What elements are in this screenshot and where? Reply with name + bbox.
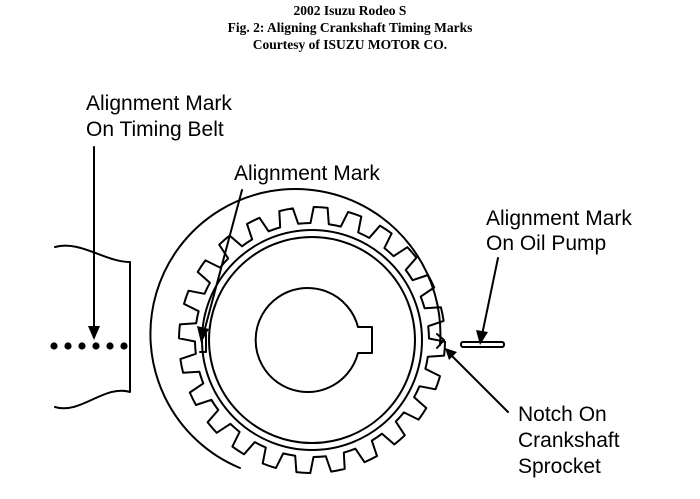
oil-pump-housing	[149, 188, 442, 469]
label-notch-line1: Notch On	[518, 403, 607, 426]
header-courtesy: Courtesy of ISUZU MOTOR CO.	[253, 37, 447, 52]
label-notch-line3: Sprocket	[518, 455, 601, 478]
belt-alignment-dots	[50, 342, 128, 350]
sprocket-inner-ring	[201, 229, 423, 451]
label-notch-line2: Crankshaft	[518, 429, 620, 452]
leader-sprocket-mark	[197, 189, 243, 343]
label-sprocket-mark: Alignment Mark	[234, 162, 380, 185]
crankshaft-sprocket-teeth	[178, 206, 446, 474]
leader-pump-mark	[476, 257, 499, 345]
header-vehicle: 2002 Isuzu Rodeo S	[294, 3, 407, 18]
header-figure-title: Fig. 2: Aligning Crankshaft Timing Marks	[228, 20, 473, 35]
sprocket-notch	[436, 333, 445, 349]
leader-belt-mark	[88, 146, 100, 340]
leader-notch	[445, 348, 509, 413]
timing-belt	[54, 244, 131, 410]
sprocket-hub-ring	[208, 236, 416, 444]
oil-pump-alignment-mark	[460, 341, 505, 348]
label-belt-mark-line2: On Timing Belt	[86, 118, 224, 141]
label-pump-mark-line1: Alignment Mark	[486, 207, 632, 230]
label-pump-mark-line2: On Oil Pump	[486, 232, 606, 255]
label-belt-mark-line1: Alignment Mark	[86, 92, 232, 115]
crankshaft-bore	[254, 287, 373, 393]
